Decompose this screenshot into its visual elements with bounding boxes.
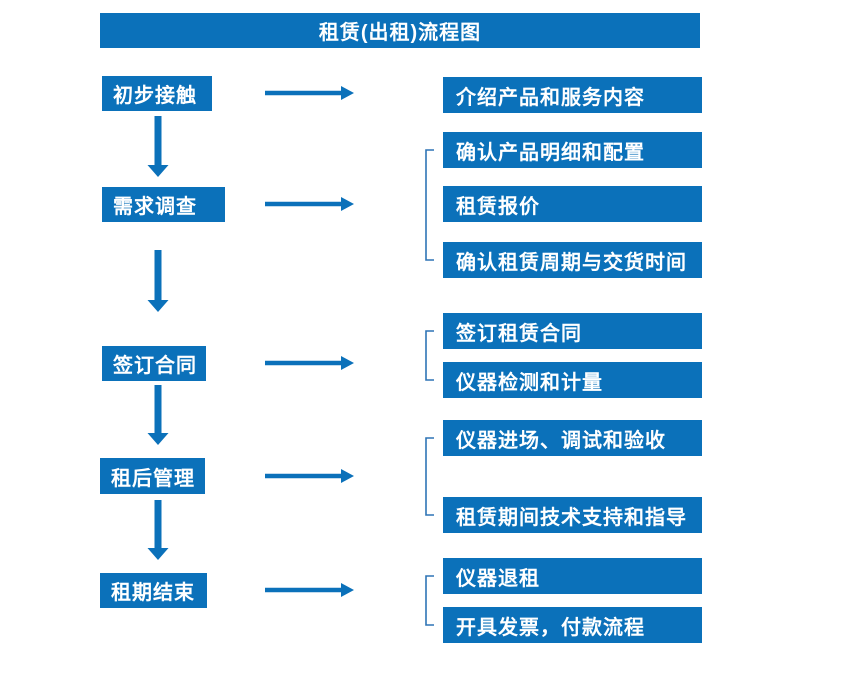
detail-box-step5-item2: 开具发票，付款流程	[443, 607, 702, 643]
detail-box-step4-item2: 租赁期间技术支持和指导	[443, 497, 702, 533]
step-box-demand-survey: 需求调查	[102, 187, 225, 222]
bracket-step4-details	[425, 437, 434, 516]
right-arrow-step5	[265, 583, 354, 597]
down-arrow-step3-step4	[147, 385, 169, 445]
detail-box-step2-item2: 租赁报价	[443, 186, 702, 222]
right-arrow-step1	[265, 86, 354, 100]
down-arrow-step4-step5	[147, 500, 169, 560]
step-box-initial-contact: 初步接触	[102, 76, 212, 111]
detail-box-step3-item2: 仪器检测和计量	[443, 362, 702, 398]
right-arrow-step2	[265, 197, 354, 211]
right-arrow-head	[341, 86, 354, 100]
detail-box-step2-item3: 确认租赁周期与交货时间	[443, 242, 702, 278]
down-arrow-shaft	[154, 116, 162, 165]
down-arrow-head	[147, 300, 169, 312]
down-arrow-head	[147, 548, 169, 560]
right-arrow-head	[341, 356, 354, 370]
down-arrow-head	[147, 433, 169, 445]
right-arrow-shaft	[265, 473, 341, 479]
right-arrow-shaft	[265, 201, 341, 207]
bracket-step3-details	[425, 330, 434, 381]
right-arrow-shaft	[265, 360, 341, 366]
down-arrow-shaft	[154, 500, 162, 548]
diagram-title: 租赁(出租)流程图	[100, 13, 700, 48]
detail-box-step2-item1: 确认产品明细和配置	[443, 132, 702, 168]
down-arrow-head	[147, 165, 169, 177]
right-arrow-step4	[265, 469, 354, 483]
step-box-rental-end: 租期结束	[100, 573, 207, 608]
right-arrow-head	[341, 583, 354, 597]
bracket-step5-details	[425, 575, 434, 626]
right-arrow-shaft	[265, 587, 341, 593]
step-box-sign-contract: 签订合同	[102, 346, 206, 381]
bracket-step2-details	[425, 149, 434, 261]
detail-box-step4-item1: 仪器进场、调试和验收	[443, 420, 702, 456]
down-arrow-shaft	[154, 250, 162, 300]
right-arrow-head	[341, 469, 354, 483]
down-arrow-step2-step3	[147, 250, 169, 312]
right-arrow-step3	[265, 356, 354, 370]
detail-box-step1-item1: 介绍产品和服务内容	[443, 77, 702, 113]
detail-box-step5-item1: 仪器退租	[443, 558, 702, 594]
detail-box-step3-item1: 签订租赁合同	[443, 313, 702, 349]
step-box-post-rental-management: 租后管理	[100, 458, 205, 494]
down-arrow-step1-step2	[147, 116, 169, 177]
right-arrow-head	[341, 197, 354, 211]
right-arrow-shaft	[265, 90, 341, 96]
down-arrow-shaft	[154, 385, 162, 433]
